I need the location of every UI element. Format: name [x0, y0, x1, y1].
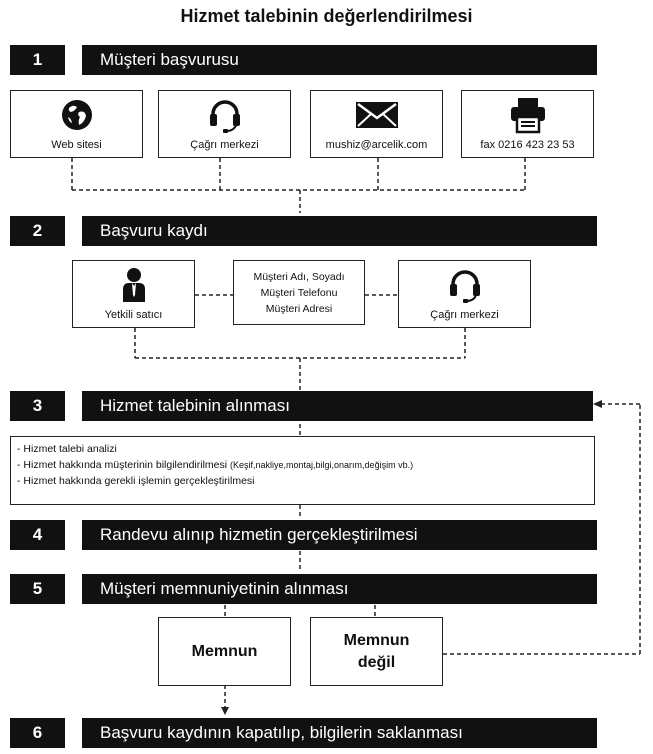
- customer-info-box: Müşteri Adı, Soyadı Müşteri Telefonu Müş…: [233, 260, 365, 325]
- step-number-3: 3: [10, 391, 65, 421]
- request-line: - Hizmet hakkında müşterinin bilgilendir…: [17, 459, 414, 471]
- seller-label: Yetkili satıcı: [104, 309, 163, 321]
- channel-label: Web sitesi: [51, 139, 102, 151]
- step-label-5: Müşteri memnuniyetinin alınması: [82, 574, 597, 604]
- customer-field: Müşteri Adresi: [265, 302, 333, 315]
- request-details: - Hizmet talebi analizi - Hizmet hakkınd…: [10, 436, 595, 505]
- customer-field: Müşteri Adı, Soyadı: [253, 270, 345, 283]
- request-line: - Hizmet hakkında gerekli işlemin gerçek…: [17, 475, 255, 487]
- channel-fax: fax 0216 423 23 53: [461, 90, 594, 158]
- fax-icon: [462, 91, 593, 139]
- step-number-1: 1: [10, 45, 65, 75]
- channel-call-center: Çağrı merkezi: [158, 90, 291, 158]
- step-label-4: Randevu alınıp hizmetin gerçekleştirilme…: [82, 520, 597, 550]
- request-line: - Hizmet talebi analizi: [17, 443, 117, 455]
- channel-web: Web sitesi: [10, 90, 143, 158]
- record-call-center: Çağrı merkezi: [398, 260, 531, 328]
- call-center-label: Çağrı merkezi: [430, 309, 499, 321]
- step-label-3: Hizmet talebinin alınması: [82, 391, 593, 421]
- envelope-icon: [311, 91, 442, 139]
- globe-icon: [11, 91, 142, 139]
- not-satisfied-box: Memnun değil: [310, 617, 443, 686]
- step-label-1: Müşteri başvurusu: [82, 45, 597, 75]
- step-number-4: 4: [10, 520, 65, 550]
- step-label-6: Başvuru kaydının kapatılıp, bilgilerin s…: [82, 718, 597, 748]
- channel-label: fax 0216 423 23 53: [480, 139, 575, 151]
- headset-icon: [159, 91, 290, 139]
- person-icon: [73, 261, 194, 309]
- satisfied-box: Memnun: [158, 617, 291, 686]
- record-seller: Yetkili satıcı: [72, 260, 195, 328]
- customer-field: Müşteri Telefonu: [260, 286, 338, 299]
- page-title: Hizmet talebinin değerlendirilmesi: [180, 6, 473, 26]
- step-number-6: 6: [10, 718, 65, 748]
- channel-label: mushiz@arcelik.com: [325, 139, 428, 151]
- step-label-2: Başvuru kaydı: [82, 216, 597, 246]
- channel-email: mushiz@arcelik.com: [310, 90, 443, 158]
- step-number-5: 5: [10, 574, 65, 604]
- headset-icon: [399, 261, 530, 309]
- channel-label: Çağrı merkezi: [190, 139, 259, 151]
- step-number-2: 2: [10, 216, 65, 246]
